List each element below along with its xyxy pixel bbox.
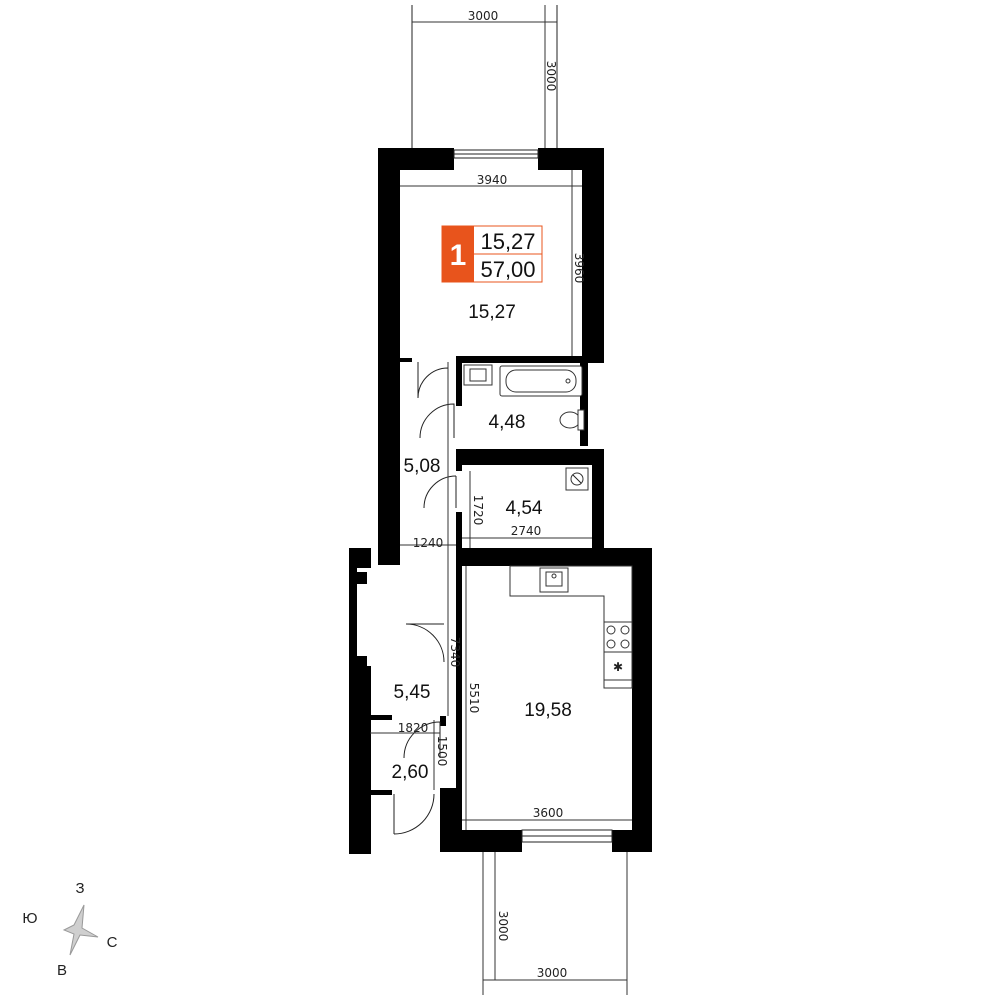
room-area-toilet: 2,60 [392,762,429,783]
dim-balcony-bottom-width: 3000 [537,966,568,980]
compass-north: З [75,880,84,897]
room-area-bathroom: 4,48 [489,412,526,433]
badge-room-count: 1 [450,239,467,272]
dim-balcony-bottom-depth: 3000 [496,911,510,942]
dim-balcony-top-depth: 3000 [544,61,558,92]
dim-living-width: 3940 [477,173,508,187]
dim-balcony-top-width: 3000 [468,9,499,23]
dim-kitchen-depth: 5510 [467,683,481,714]
apartment-badge: 1 15,27 57,00 [441,225,543,283]
compass-star-icon [62,904,99,956]
badge-accent [442,226,474,282]
room-area-corridor: 5,08 [404,456,441,477]
badge-total-area: 57,00 [480,257,535,282]
compass-west: Ю [22,910,37,927]
room-area-living: 15,27 [468,302,516,323]
dim-storage-width: 2740 [511,524,542,538]
dim-storage-height: 1720 [471,495,485,526]
badge-living-area: 15,27 [480,229,535,254]
dim-living-depth: 3960 [572,253,586,284]
kitchen-fixtures: ✱ [509,565,633,689]
dim-kitchen-width: 3600 [533,806,564,820]
dim-toilet-width: 1820 [398,721,429,735]
room-area-kitchen: 19,58 [524,700,572,721]
room-area-storage: 4,54 [506,498,543,519]
room-area-hallway: 5,45 [394,682,431,703]
dim-corridor-width: 1240 [413,536,444,550]
dim-hall-length: 7340 [448,637,462,668]
compass-rose: З Ю С В [22,880,117,979]
walls [349,148,652,854]
bathroom-fixtures [463,364,589,491]
windows [453,149,613,843]
compass-east: С [107,934,118,951]
compass-south: В [57,962,67,979]
dim-toilet-depth: 1500 [435,736,449,767]
dimension-lines [370,170,632,995]
svg-text:✱: ✱ [613,660,623,674]
top-balcony: 3000 3000 [411,5,558,150]
